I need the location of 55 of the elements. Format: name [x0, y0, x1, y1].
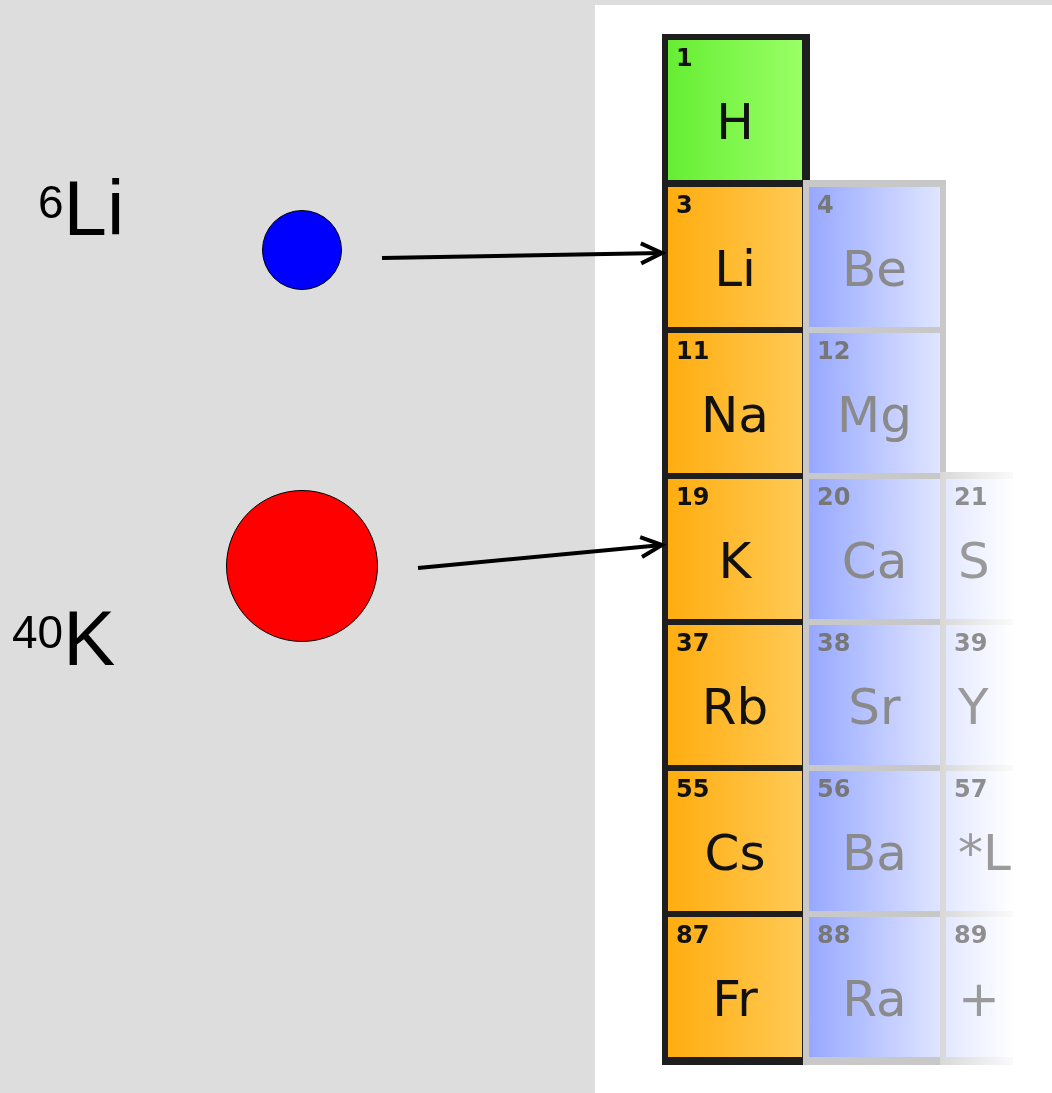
- atomic-number: 87: [676, 921, 710, 949]
- element-cell: [668, 917, 802, 1057]
- atomic-number: 12: [817, 337, 851, 365]
- element-cell: [668, 187, 802, 327]
- atomic-number: 1: [676, 44, 693, 72]
- element-cell: [809, 333, 940, 473]
- element-cell: [668, 333, 802, 473]
- element-cell: [946, 917, 1013, 1057]
- element-symbol: Ba: [841, 823, 908, 883]
- element-symbol: Li: [713, 239, 757, 299]
- element-cell: [809, 917, 940, 1057]
- element-symbol: H: [715, 92, 755, 152]
- element-cell: [946, 771, 1013, 911]
- atomic-number: 39: [954, 629, 988, 657]
- element-cell: [809, 187, 940, 327]
- element-cell: [946, 625, 1013, 765]
- atomic-number: 4: [817, 191, 834, 219]
- element-symbol: S: [958, 531, 990, 591]
- atomic-number: 88: [817, 921, 851, 949]
- atomic-number: 21: [954, 483, 988, 511]
- element-cell: [668, 771, 802, 911]
- element-cell: [946, 479, 1013, 619]
- element-cell: [809, 771, 940, 911]
- atomic-number: 11: [676, 337, 710, 365]
- atomic-number: 3: [676, 191, 693, 219]
- isotope-label: $^{6}$Li: [38, 168, 125, 248]
- atomic-number: 38: [817, 629, 851, 657]
- atomic-number: 89: [954, 921, 988, 949]
- element-cell: [668, 40, 802, 180]
- element-symbol: Mg: [836, 385, 913, 445]
- element-symbol: Sr: [847, 677, 902, 737]
- element-symbol: K: [717, 531, 753, 591]
- element-cell: [809, 479, 940, 619]
- atomic-number: 57: [954, 775, 988, 803]
- element-symbol: Be: [840, 239, 909, 299]
- arrow: [381, 241, 664, 266]
- element-cell: [668, 625, 802, 765]
- element-symbol: Ra: [841, 969, 908, 1029]
- element-symbol: Ca: [840, 531, 909, 591]
- arrow: [417, 535, 664, 570]
- isotope-label: $^{40}$K: [12, 598, 116, 678]
- element-symbol: *L: [958, 823, 1011, 883]
- element-symbol: Cs: [703, 823, 767, 883]
- atomic-number: 20: [817, 483, 851, 511]
- element-symbol: Na: [699, 385, 770, 445]
- atomic-number: 19: [676, 483, 710, 511]
- atomic-number: 56: [817, 775, 851, 803]
- element-symbol: +: [958, 969, 1000, 1029]
- element-cell: [668, 479, 802, 619]
- atomic-number: 37: [676, 629, 710, 657]
- element-symbol: Y: [958, 677, 989, 737]
- element-symbol: Rb: [700, 677, 770, 737]
- atomic-number: 55: [676, 775, 710, 803]
- element-symbol: Fr: [711, 969, 759, 1029]
- element-cell: [809, 625, 940, 765]
